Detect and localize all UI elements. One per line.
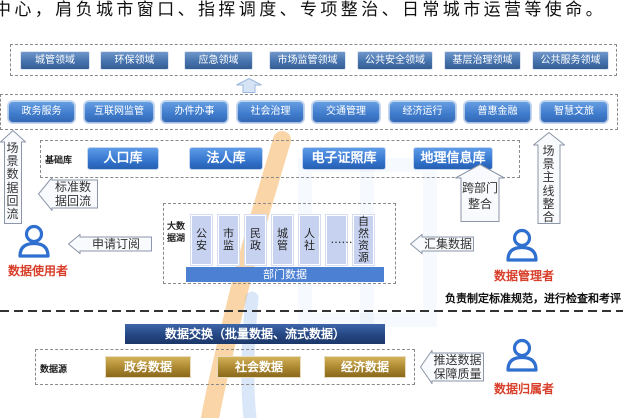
data-user-label: 数据使用者 bbox=[8, 264, 69, 278]
data-exchange-bar: 数据交换（批量数据、流式数据） bbox=[125, 324, 385, 344]
data-source-label: 数据源 bbox=[40, 365, 68, 375]
intro-text: 中心，肩负城市窗口、指挥调度、专项整治、日常城市运营等使命。 bbox=[0, 0, 606, 20]
person-icon bbox=[506, 338, 538, 372]
up-arrow-icon bbox=[533, 132, 565, 224]
section-divider bbox=[0, 310, 623, 312]
domain-box-emergency: 应急领域 bbox=[185, 52, 252, 69]
dept-human-resources: 人社 bbox=[299, 215, 320, 265]
domain-box-public-safety: 公共安全领域 bbox=[358, 52, 432, 69]
dept-label: 城管 bbox=[277, 227, 288, 252]
department-data-bar: 部门数据 bbox=[186, 267, 384, 282]
base-box-geo-info: 地理信息库 bbox=[414, 148, 492, 169]
domain-box-market-regulation: 市场监管领域 bbox=[270, 52, 345, 69]
domain-box-urban-management: 城管领域 bbox=[21, 52, 89, 69]
app-box-affairs-handling: 办件办事 bbox=[161, 101, 228, 123]
cross-department-label: 跨部门整合 bbox=[461, 181, 498, 211]
scene-integration-label: 场景主线整合 bbox=[542, 144, 555, 225]
person-icon bbox=[18, 224, 50, 258]
dept-urban-management: 城管 bbox=[272, 215, 293, 265]
scene-backflow-label: 场景数据回流 bbox=[6, 141, 19, 222]
up-arrow-icon bbox=[236, 78, 262, 93]
domain-box-environmental-protection: 环保领域 bbox=[101, 52, 168, 69]
dept-civil-affairs: 民政 bbox=[245, 215, 266, 265]
base-box-population: 人口库 bbox=[88, 148, 158, 169]
source-box-social-data: 社会数据 bbox=[218, 357, 300, 377]
dept-market-supervision: 市监 bbox=[218, 215, 239, 265]
dept-label: 人社 bbox=[304, 227, 315, 252]
dept-label: 自然资源 bbox=[358, 215, 369, 264]
dept-natural-resources: 自然资源 bbox=[353, 215, 374, 265]
person-icon bbox=[506, 228, 538, 262]
domain-box-public-service: 公共服务领域 bbox=[533, 52, 608, 69]
manager-duty-text: 负责制定标准规范，进行检查和考评 bbox=[445, 292, 621, 305]
left-arrow-icon bbox=[68, 234, 152, 254]
dept-public-security: 公安 bbox=[191, 215, 212, 265]
app-box-economic-operation: 经济运行 bbox=[389, 101, 456, 123]
app-box-inclusive-finance: 普惠金融 bbox=[464, 101, 531, 123]
source-box-government-data: 政务数据 bbox=[106, 357, 190, 377]
left-arrow-icon bbox=[38, 177, 98, 211]
dept-label: 市监 bbox=[223, 227, 234, 252]
up-arrow-icon bbox=[0, 130, 26, 224]
base-library-layer bbox=[40, 140, 520, 178]
collect-label: 汇集数据 bbox=[423, 237, 472, 251]
app-box-traffic-management: 交通管理 bbox=[312, 101, 380, 123]
base-box-e-license: 电子证照库 bbox=[303, 148, 385, 169]
dept-label: …… bbox=[330, 233, 353, 246]
data-source-layer bbox=[35, 349, 415, 385]
dept-label: 公安 bbox=[196, 227, 207, 252]
left-arrow-icon bbox=[420, 350, 484, 384]
up-arrow-icon bbox=[455, 164, 505, 222]
left-arrow-icon bbox=[410, 234, 474, 254]
application-layer bbox=[0, 94, 618, 130]
domain-box-grassroots-governance: 基层治理领域 bbox=[445, 52, 520, 69]
source-box-economic-data: 经济数据 bbox=[325, 357, 405, 377]
standard-backflow-label: 标准数据回流 bbox=[54, 180, 91, 208]
data-owner-label: 数据归属者 bbox=[494, 382, 555, 396]
app-box-internet-regulation: 互联网监管 bbox=[84, 101, 154, 123]
domain-layer bbox=[10, 44, 617, 76]
data-manager-label: 数据管理者 bbox=[494, 269, 555, 283]
data-lake-label: 大数据湖 bbox=[167, 222, 186, 244]
dept-more: …… bbox=[326, 215, 353, 265]
base-box-legal-entity: 法人库 bbox=[190, 148, 262, 169]
dept-label: 民政 bbox=[250, 227, 261, 252]
app-box-social-governance: 社会治理 bbox=[237, 101, 304, 123]
app-box-smart-culture-tourism: 智慧文旅 bbox=[540, 101, 608, 123]
data-lake bbox=[163, 203, 396, 284]
subscribe-label: 申请订阅 bbox=[91, 237, 140, 251]
app-box-government-service: 政务服务 bbox=[8, 101, 75, 123]
push-quality-label: 推送数据保障质量 bbox=[433, 353, 482, 381]
base-library-label: 基础库 bbox=[45, 156, 73, 166]
